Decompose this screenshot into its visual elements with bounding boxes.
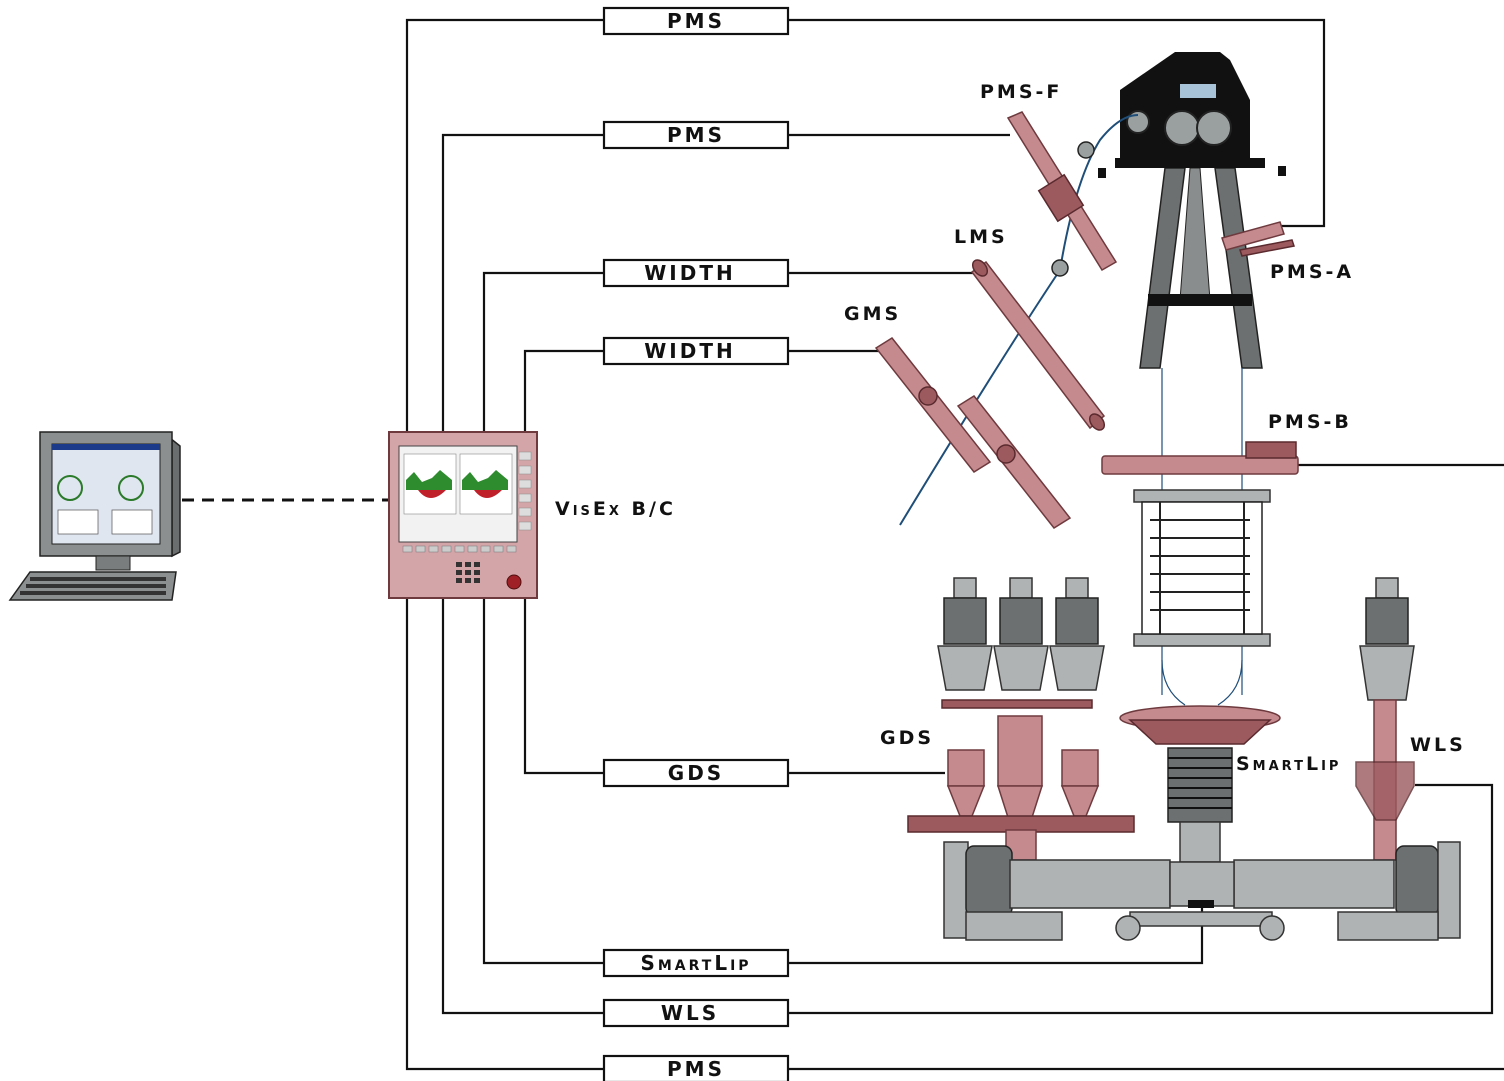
hopper-1 [938, 578, 992, 690]
computer-icon [10, 432, 180, 600]
lms-sensor [970, 257, 1108, 433]
haul-off-tower [1098, 52, 1286, 368]
label-pms-f: PMS-F [980, 81, 1062, 103]
label-boxes: PMS PMS WIDTH WIDTH GDS SmartLip WLS PM [604, 8, 788, 1081]
wiring [182, 20, 1504, 1069]
gms-sensor [876, 338, 1070, 528]
pms-f-sensor [1008, 112, 1116, 276]
box-gds-label: GDS [668, 761, 724, 785]
label-visex: VisEx B/C [555, 498, 676, 520]
hopper-3 [1050, 578, 1104, 690]
pms-b-ring [1102, 442, 1298, 474]
hopper-2 [994, 578, 1048, 690]
label-pms-a: PMS-A [1270, 261, 1354, 283]
box-pms-2-label: PMS [667, 123, 725, 147]
box-wls: WLS [604, 1000, 788, 1026]
box-pms-top: PMS [604, 8, 788, 34]
box-pms-2: PMS [604, 122, 788, 148]
label-lms: LMS [954, 226, 1008, 248]
box-pms-top-label: PMS [667, 9, 725, 33]
gds-dosing-unit [908, 578, 1134, 860]
calibration-cage [1134, 490, 1270, 646]
box-width-2: WIDTH [604, 338, 788, 364]
box-width-1: WIDTH [604, 260, 788, 286]
box-width-2-label: WIDTH [644, 339, 735, 363]
box-smartlip-label: SmartLip [640, 951, 751, 975]
smartlip-die [1120, 706, 1280, 862]
label-gds: GDS [880, 727, 934, 749]
wls-unit [1356, 578, 1414, 860]
visex-controller [389, 432, 537, 598]
box-wls-label: WLS [661, 1001, 719, 1025]
label-wls: WLS [1410, 734, 1466, 756]
box-width-1-label: WIDTH [644, 261, 735, 285]
box-smartlip: SmartLip [604, 950, 788, 976]
box-pms-bottom-label: PMS [667, 1057, 725, 1081]
label-pms-b: PMS-B [1268, 411, 1352, 433]
label-gms: GMS [844, 303, 901, 325]
box-pms-bottom: PMS [604, 1056, 788, 1081]
label-smartlip: SmartLip [1236, 753, 1341, 775]
box-gds: GDS [604, 760, 788, 786]
